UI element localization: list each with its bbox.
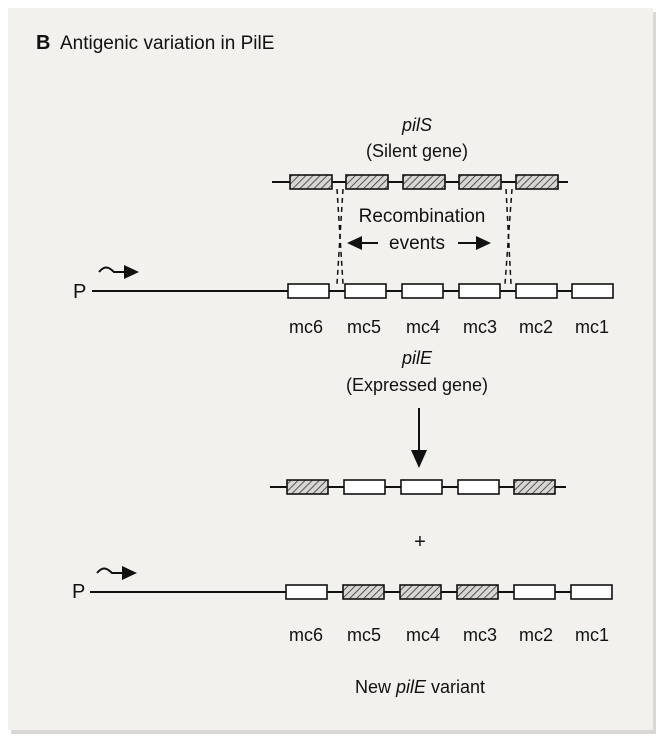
silent-gene-name: pilS [401, 115, 432, 135]
minicassette-label-mc2: mc2 [519, 317, 553, 337]
cassette-open [287, 283, 330, 299]
recombination-label-line1: Recombination [359, 206, 486, 227]
expressed-gene-cassettes [287, 283, 614, 299]
minicassette-label-mc2: mc2 [519, 625, 553, 645]
minicassette-label-mc1: mc1 [575, 625, 609, 645]
recombination-label-line2: events [389, 233, 445, 254]
double-arrow-icon [347, 236, 491, 250]
cassette-hatched [458, 174, 502, 190]
promoter-label: P [73, 281, 86, 303]
recombination-crossover-lines [336, 188, 513, 285]
minicassette-label-mc5: mc5 [347, 317, 381, 337]
minicassette-label-mc6: mc6 [289, 317, 323, 337]
cassette-hatched [402, 174, 446, 190]
figure-paper [8, 8, 653, 730]
figure-title: Antigenic variation in PilE [60, 33, 274, 54]
down-arrow-icon [411, 408, 427, 468]
minicassette-label-mc5: mc5 [347, 625, 381, 645]
new-variant-label: New pilE variant [355, 677, 485, 697]
minicassette-label-mc4: mc4 [406, 625, 440, 645]
promoter-arrow-icon [98, 265, 139, 279]
cassette-hatched [289, 174, 333, 190]
plus-sign: + [414, 531, 426, 553]
cassette-hatched [513, 479, 556, 495]
minicassette-label-mc3: mc3 [463, 317, 497, 337]
variant-gene-cassettes [285, 584, 613, 600]
new-variant-suffix: variant [426, 677, 485, 697]
minicassette-label-mc4: mc4 [406, 317, 440, 337]
minicassette-label-mc3: mc3 [463, 625, 497, 645]
cassette-hatched [456, 584, 499, 600]
cassette-open [401, 283, 444, 299]
minicassette-labels-top: mc6 mc5 mc4 mc3 mc2 mc1 [289, 317, 609, 337]
minicassette-label-mc6: mc6 [289, 625, 323, 645]
minicassette-label-mc1: mc1 [575, 317, 609, 337]
cassette-hatched [345, 174, 389, 190]
cassette-open [343, 479, 386, 495]
excised-segment-cassettes [286, 479, 556, 495]
promoter-arrow-icon [96, 566, 137, 580]
cassette-open [344, 283, 387, 299]
panel-letter: B [36, 32, 50, 54]
cassette-open [513, 584, 556, 600]
expressed-gene-description: (Expressed gene) [346, 375, 488, 395]
cassette-open [458, 283, 501, 299]
cassette-open [570, 584, 613, 600]
cassette-open [400, 479, 443, 495]
silent-gene-description: (Silent gene) [366, 141, 468, 161]
cassette-hatched [515, 174, 559, 190]
cassette-hatched [342, 584, 385, 600]
silent-gene-cassettes [289, 174, 559, 190]
promoter-label-variant: P [72, 581, 85, 603]
new-variant-prefix: New [355, 677, 396, 697]
cassette-open [571, 283, 614, 299]
minicassette-labels-bottom: mc6 mc5 mc4 mc3 mc2 mc1 [289, 625, 609, 645]
cassette-open [515, 283, 558, 299]
cassette-hatched [286, 479, 329, 495]
expressed-gene-name: pilE [401, 348, 433, 368]
cassette-hatched [399, 584, 442, 600]
cassette-open [285, 584, 328, 600]
new-variant-gene-name: pilE [395, 677, 427, 697]
cassette-open [457, 479, 500, 495]
